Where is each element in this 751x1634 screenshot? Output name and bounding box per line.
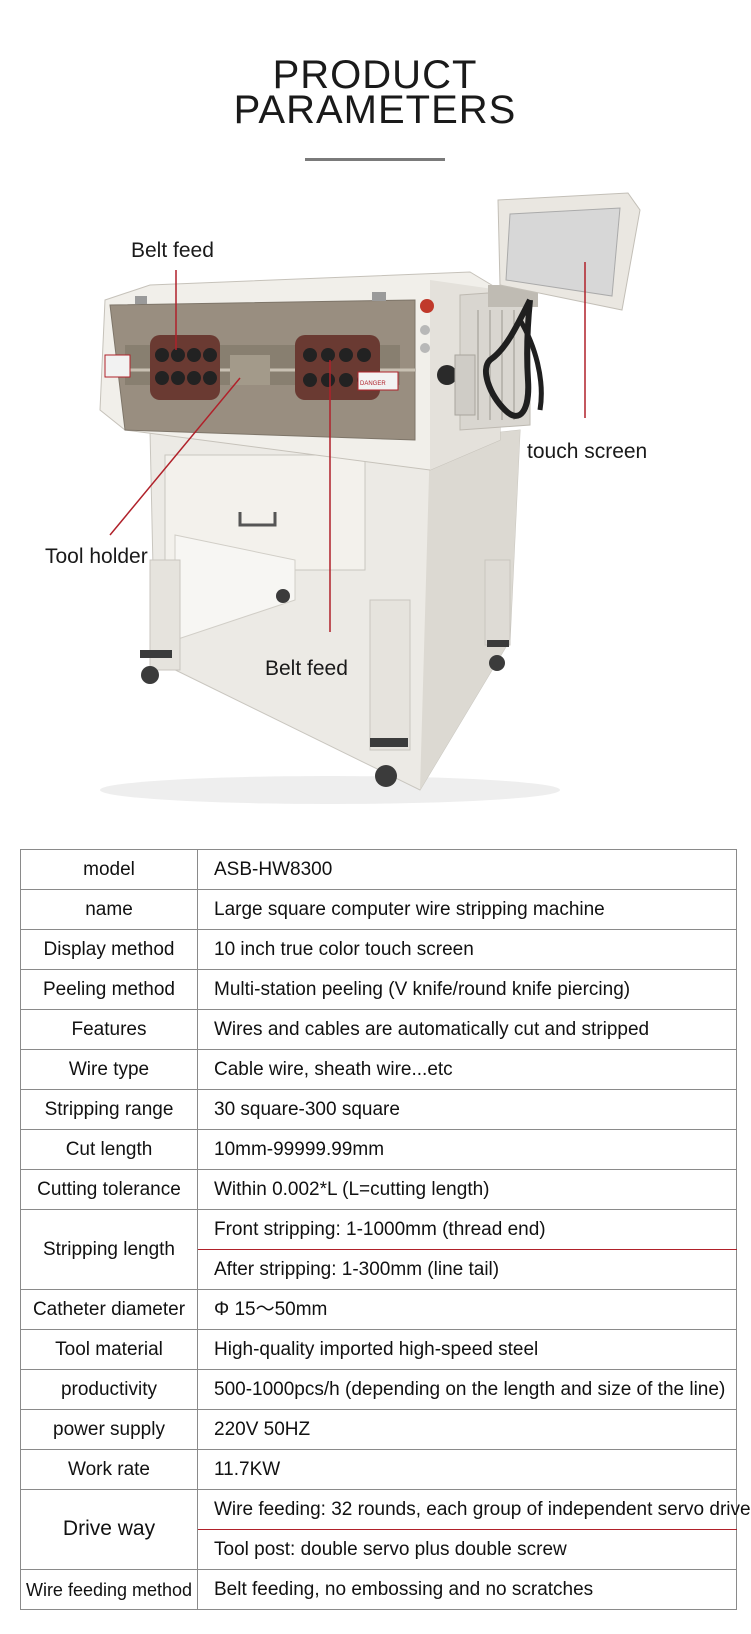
param-value: Belt feeding, no embossing and no scratc… — [197, 1569, 737, 1610]
table-row: Features Wires and cables are automatica… — [20, 1009, 737, 1050]
table-row: power supply 220V 50HZ — [20, 1409, 737, 1450]
param-key: Wire feeding method — [20, 1569, 198, 1610]
table-row: Wire type Cable wire, sheath wire...etc — [20, 1049, 737, 1090]
param-key: name — [20, 889, 198, 930]
param-key: productivity — [20, 1369, 198, 1410]
parameters-table: model ASB-HW8300 name Large square compu… — [20, 849, 751, 1610]
param-value: Tool post: double servo plus double scre… — [197, 1529, 737, 1570]
param-key: Cut length — [20, 1129, 198, 1170]
param-value: After stripping: 1-300mm (line tail) — [197, 1249, 737, 1290]
param-value: Front stripping: 1-1000mm (thread end) — [197, 1209, 737, 1250]
danger-sticker-text: DANGER — [360, 381, 386, 387]
heading-line-1: PRODUCT — [272, 53, 478, 97]
table-row: Cut length 10mm-99999.99mm — [20, 1129, 737, 1170]
table-row: After stripping: 1-300mm (line tail) — [21, 1249, 737, 1290]
callout-belt-feed-bottom: Belt feed — [265, 657, 348, 680]
param-key: Catheter diameter — [20, 1289, 198, 1330]
param-value: Wire feeding: 32 rounds, each group of i… — [197, 1489, 751, 1530]
table-row: Cutting tolerance Within 0.002*L (L=cutt… — [20, 1169, 737, 1210]
param-key: Peeling method — [20, 969, 198, 1010]
callout-belt-feed-top: Belt feed — [131, 239, 214, 262]
table-row: Work rate 11.7KW — [20, 1449, 737, 1490]
table-row: Tool material High-quality imported high… — [20, 1329, 737, 1370]
param-key: Display method — [20, 929, 198, 970]
param-value: Cable wire, sheath wire...etc — [197, 1049, 737, 1090]
table-row: Wire feeding method Belt feeding, no emb… — [20, 1569, 737, 1610]
param-key: Wire type — [20, 1049, 198, 1090]
param-value: 500-1000pcs/h (depending on the length a… — [197, 1369, 737, 1410]
param-value: 11.7KW — [197, 1449, 737, 1490]
param-value: Φ 15～50mm — [197, 1289, 737, 1330]
param-value: ASB-HW8300 — [197, 849, 737, 890]
heading-line-2: PARAMETERS — [233, 88, 517, 132]
param-value: Within 0.002*L (L=cutting length) — [197, 1169, 737, 1210]
param-key: Stripping range — [20, 1089, 198, 1130]
table-row: Stripping length Front stripping: 1-1000… — [20, 1209, 737, 1290]
callout-tool-holder: Tool holder — [45, 545, 148, 568]
heading-underline — [305, 158, 445, 161]
param-value: Wires and cables are automatically cut a… — [197, 1009, 737, 1050]
param-key: Stripping length — [20, 1209, 198, 1290]
table-row: Display method 10 inch true color touch … — [20, 929, 737, 970]
param-value: 10mm-99999.99mm — [197, 1129, 737, 1170]
param-value: 30 square-300 square — [197, 1089, 737, 1130]
callout-touch-screen: touch screen — [527, 440, 648, 463]
param-value: 10 inch true color touch screen — [197, 929, 737, 970]
page-heading: PRODUCT PARAMETERS — [0, 53, 750, 132]
table-row: name Large square computer wire strippin… — [20, 889, 737, 930]
param-value: 220V 50HZ — [197, 1409, 737, 1450]
table-row: model ASB-HW8300 — [20, 849, 737, 890]
param-key: Features — [20, 1009, 198, 1050]
param-value: Large square computer wire stripping mac… — [197, 889, 737, 930]
machine-illustration: DANGER — [99, 192, 641, 804]
param-key: Work rate — [20, 1449, 198, 1490]
table-row: Peeling method Multi-station peeling (V … — [20, 969, 737, 1010]
param-key: Cutting tolerance — [20, 1169, 198, 1210]
param-key: power supply — [20, 1409, 198, 1450]
param-key: model — [20, 849, 198, 890]
param-value: Multi-station peeling (V knife/round kni… — [197, 969, 737, 1010]
table-row: Drive way Wire feeding: 32 rounds, each … — [20, 1489, 751, 1570]
table-row: Stripping range 30 square-300 square — [20, 1089, 737, 1130]
table-row: Tool post: double servo plus double scre… — [21, 1529, 737, 1570]
param-key: Drive way — [20, 1489, 198, 1570]
table-row: productivity 500-1000pcs/h (depending on… — [20, 1369, 737, 1410]
table-row: Catheter diameter Φ 15～50mm — [20, 1289, 737, 1330]
param-key: Tool material — [20, 1329, 198, 1370]
param-value: High-quality imported high-speed steel — [197, 1329, 737, 1370]
